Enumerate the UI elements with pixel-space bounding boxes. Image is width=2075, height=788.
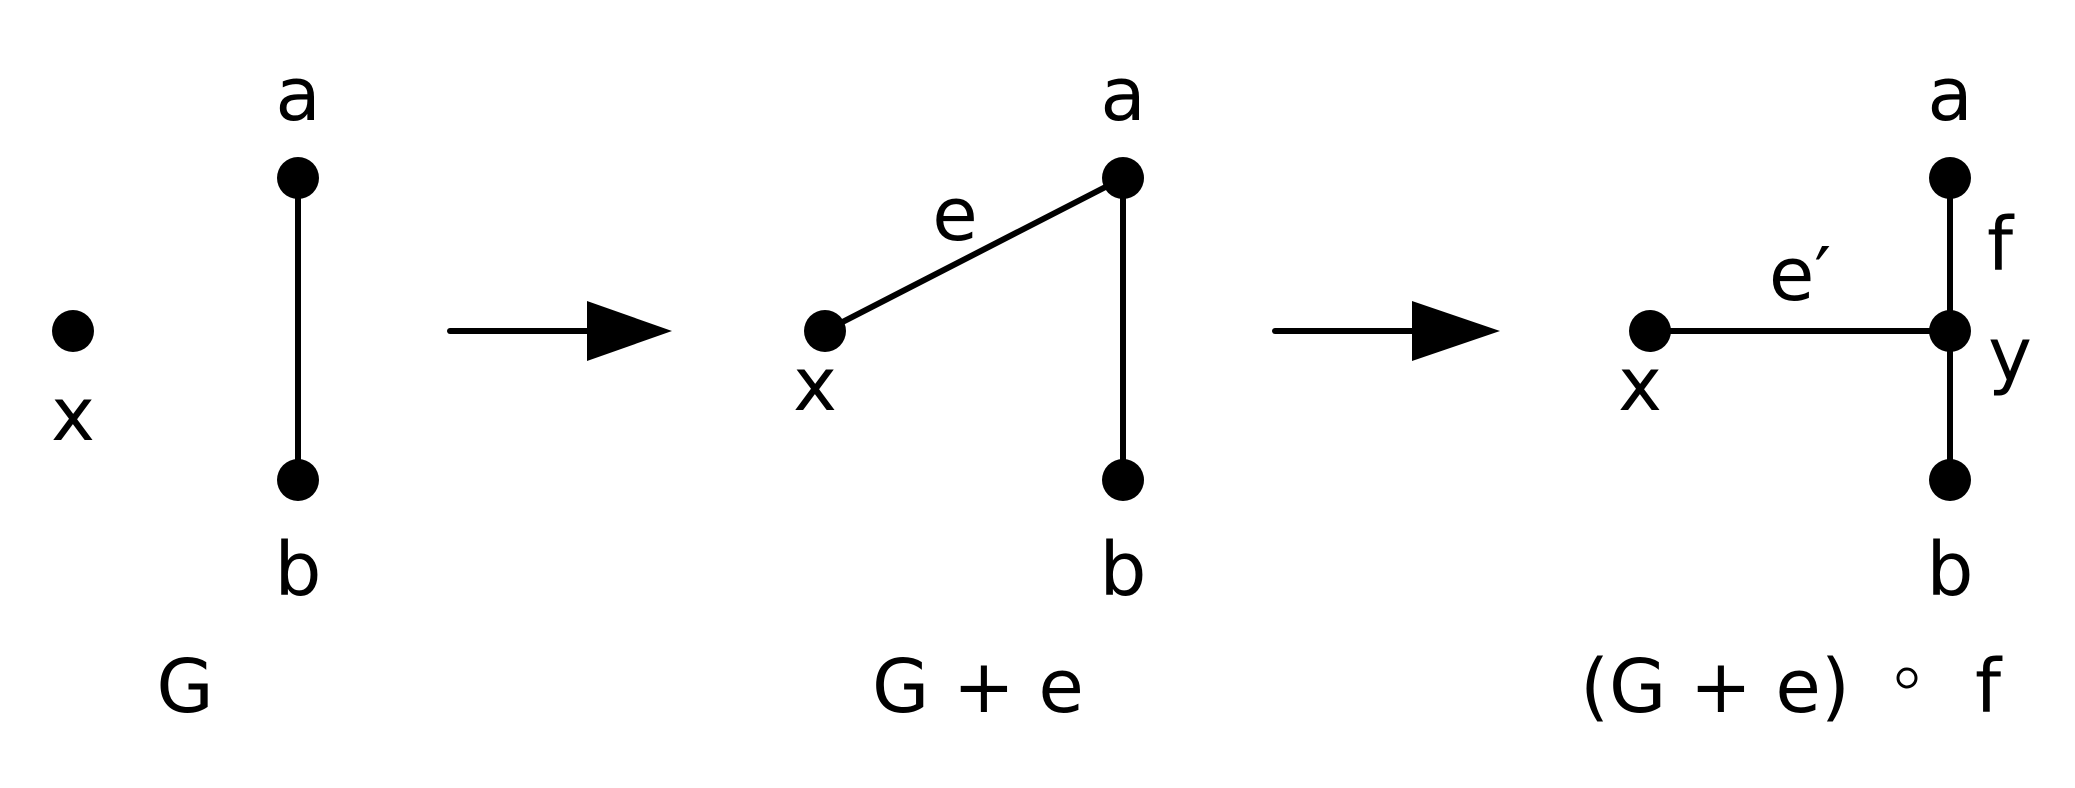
caption-g-plus-e: G + e (872, 644, 1084, 730)
vertex-label-b: b (1927, 527, 1974, 613)
vertex-label-x: x (1618, 342, 1662, 428)
vertex-label-x: x (793, 342, 837, 428)
vertex-b (277, 459, 319, 501)
vertex-x (52, 310, 94, 352)
panel-g-plus-e: x a b e G + e (793, 52, 1146, 730)
edge-label-f: f (1987, 202, 2015, 288)
edge-label-e: e (932, 172, 978, 258)
vertex-b (1102, 459, 1144, 501)
caption-g: G (156, 644, 213, 730)
edge-x-a (822, 175, 1126, 334)
vertex-label-a: a (275, 52, 320, 138)
vertex-label-b: b (275, 527, 322, 613)
transform-arrow-2 (1272, 301, 1500, 361)
panel-g-plus-e-compose-f: x a b y e′ f (G + e) f (1580, 52, 2032, 730)
vertex-label-b: b (1100, 527, 1147, 613)
vertex-label-x: x (51, 372, 95, 458)
vertex-x (1629, 310, 1671, 352)
arrow-2-head (1412, 301, 1500, 361)
edge-label-e-prime: e′ (1769, 232, 1831, 318)
vertex-a (277, 157, 319, 199)
vertex-a (1929, 157, 1971, 199)
vertex-label-a: a (1100, 52, 1145, 138)
transform-arrow-1 (447, 301, 672, 361)
compose-operator-icon (1896, 667, 1918, 689)
vertex-y (1929, 310, 1971, 352)
vertex-a (1102, 157, 1144, 199)
vertex-label-y: y (1988, 312, 2032, 398)
vertex-x (804, 310, 846, 352)
panel-g: x a b G (51, 52, 321, 730)
vertex-label-a: a (1927, 52, 1972, 138)
vertex-b (1929, 459, 1971, 501)
caption-g-plus-e: (G + e) (1580, 644, 1850, 730)
arrow-1-head (587, 301, 672, 361)
caption-f: f (1975, 644, 2003, 730)
